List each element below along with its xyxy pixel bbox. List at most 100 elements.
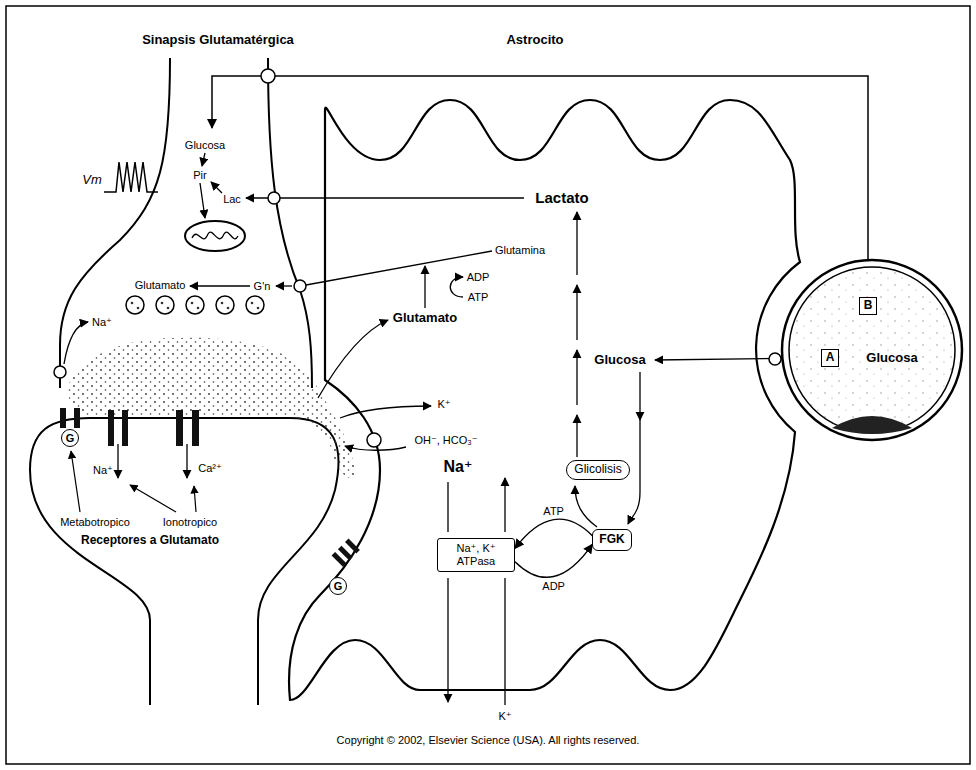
arrow <box>318 320 388 398</box>
enzyme-box: FGK <box>592 529 631 551</box>
svg-rect <box>338 546 353 561</box>
svg-path <box>192 232 238 239</box>
astrocyte-outline <box>289 100 800 700</box>
section-title: Astrocito <box>506 33 563 48</box>
node-text: B <box>864 299 873 313</box>
spike-train <box>104 162 158 192</box>
postsynaptic-membrane <box>30 418 339 705</box>
arrow <box>64 322 88 364</box>
receptor-label: Ionotropico <box>163 516 217 529</box>
metabotropic-receptor <box>60 408 80 428</box>
svg-rect <box>60 408 66 428</box>
arrow <box>276 285 292 286</box>
arrow <box>186 444 187 478</box>
vesicle-contents <box>131 302 260 310</box>
arrow <box>639 372 640 420</box>
leader-line <box>194 486 196 512</box>
arrow <box>246 197 524 198</box>
ion-label: Ca²⁺ <box>198 462 222 475</box>
mitochondrion <box>185 221 245 251</box>
svg-circle <box>782 260 962 440</box>
capillary: GlucosaBA <box>780 258 964 442</box>
svg-circle <box>221 302 224 305</box>
svg-circle <box>156 296 174 314</box>
svg-circle <box>257 307 260 310</box>
arrow <box>424 266 425 308</box>
arrow <box>628 420 640 524</box>
arrow <box>576 212 577 275</box>
svg-rect <box>74 408 80 428</box>
presynaptic-membrane <box>268 58 312 388</box>
metabolite-label: Pir <box>193 169 206 182</box>
arrow <box>202 153 205 166</box>
astrocyte-receptor <box>332 539 360 567</box>
ion-label: K⁺ <box>437 398 450 411</box>
cycle-arrow <box>515 519 592 548</box>
edge-label: ADP <box>540 579 567 592</box>
potential-label: Vm <box>82 173 102 188</box>
receptor-title: Receptores a Glutamato <box>81 534 219 548</box>
transporter <box>261 69 275 83</box>
metabolite-label: ATP <box>468 291 489 304</box>
edge-label: ATP <box>541 504 566 517</box>
arrow <box>190 285 250 286</box>
ion-label: Na⁺ <box>92 316 112 329</box>
svg-circle <box>216 296 234 314</box>
svg-path <box>832 416 912 434</box>
svg-rect <box>108 410 114 446</box>
arrow <box>450 277 463 297</box>
arrow <box>504 578 505 705</box>
svg-circle <box>251 302 254 305</box>
arrow <box>200 183 205 218</box>
marker-box: A <box>821 349 840 367</box>
metabolite-label: Lac <box>223 193 241 206</box>
arrow <box>504 478 505 532</box>
glycolysis-box: Glicolisis <box>566 460 629 480</box>
presynaptic-membrane <box>60 58 170 388</box>
metabolite-label: Lactato <box>535 189 588 206</box>
arrow <box>576 415 577 457</box>
node-text: G <box>66 432 75 445</box>
svg-circle <box>126 296 144 314</box>
ion-label: Na⁺ <box>444 458 473 476</box>
arrow <box>117 444 118 478</box>
metabolite-label: Glutamato <box>393 311 457 326</box>
ion-label: OH⁻, HCO₃⁻ <box>414 434 477 447</box>
transporter <box>294 280 306 292</box>
leader-line <box>130 485 176 512</box>
svg-circle <box>227 307 230 310</box>
metabolite-label: Glutamina <box>495 244 545 257</box>
node-text: Na⁺, K⁺ ATPasa <box>442 542 510 567</box>
section-title: Sinapsis Glutamatérgica <box>142 33 294 48</box>
arrow <box>447 482 448 532</box>
metabolite-label: ADP <box>467 271 490 284</box>
pump-box: Na⁺, K⁺ ATPasa <box>437 538 515 571</box>
frame <box>6 6 970 764</box>
glutamate-cloud <box>68 338 356 478</box>
svg-circle <box>131 302 134 305</box>
transporter <box>367 433 381 447</box>
leader-line <box>71 451 80 512</box>
svg-rect <box>122 410 128 446</box>
metabolite-label: G'n <box>254 280 271 293</box>
svg-circle <box>137 307 140 310</box>
svg-circle <box>186 296 204 314</box>
arrow <box>447 578 448 702</box>
node-text: A <box>826 351 835 365</box>
svg-circle <box>191 302 194 305</box>
metabolite-label: Glutamato <box>135 279 186 292</box>
node-text: Glicolisis <box>574 463 621 477</box>
arrow <box>575 486 597 527</box>
node-text: G <box>334 580 343 593</box>
marker-box: B <box>859 297 878 315</box>
svg-circle <box>167 307 170 310</box>
glucose-route <box>212 76 868 294</box>
svg-rect <box>192 410 199 446</box>
arrow <box>211 182 222 193</box>
metabolite-label: Glucosa <box>185 139 225 152</box>
transporter <box>268 192 280 204</box>
arrow <box>576 285 577 340</box>
svg-circle <box>246 296 264 314</box>
ion-label: K⁺ <box>498 710 511 723</box>
